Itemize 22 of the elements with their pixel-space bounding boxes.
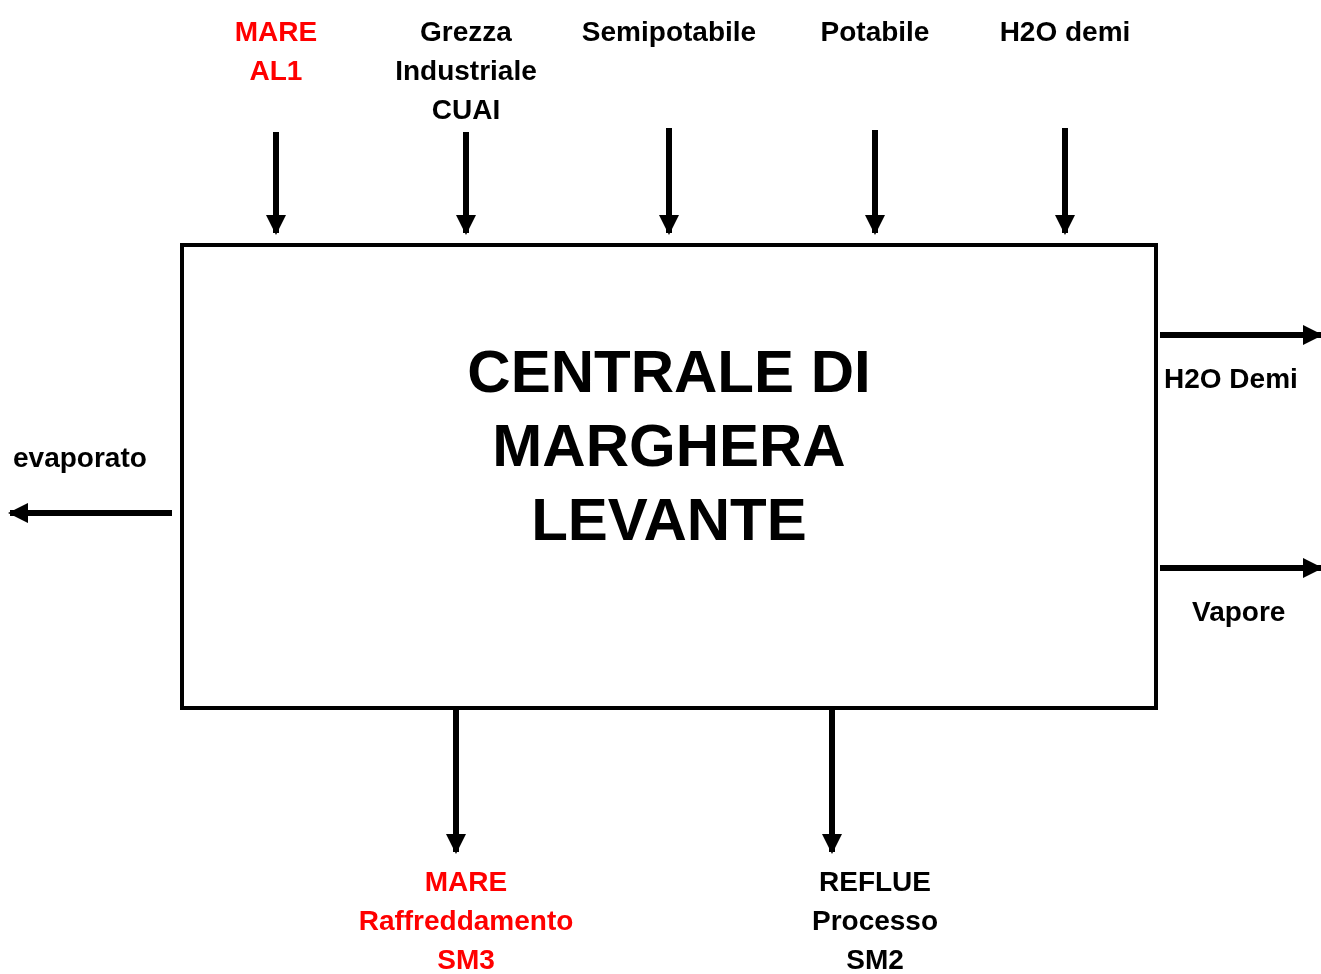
arrow	[7, 502, 172, 524]
arrow	[1160, 557, 1321, 579]
stream-label: MARE Raffreddamento SM3	[358, 865, 574, 974]
stream-label: Potabile	[820, 15, 930, 49]
arrow	[1160, 324, 1321, 346]
edge-label: evaporato	[13, 441, 147, 475]
arrow	[445, 710, 467, 855]
arrow	[864, 130, 886, 236]
stream-label: MARE AL1	[234, 15, 318, 88]
stream-label: Semipotabile	[581, 15, 757, 49]
arrow	[821, 710, 843, 855]
arrow	[455, 132, 477, 236]
plant-box	[180, 243, 1158, 710]
arrow	[1054, 128, 1076, 236]
stream-label: Grezza Industriale CUAI	[395, 15, 537, 127]
stream-label: H2O demi	[999, 15, 1131, 49]
arrow	[265, 132, 287, 236]
stream-label: REFLUE Processo SM2	[811, 865, 939, 974]
plant-title: CENTRALE DI MARGHERA LEVANTE	[466, 336, 872, 555]
edge-label: H2O Demi	[1164, 362, 1298, 396]
edge-label: Vapore	[1192, 595, 1286, 629]
arrow	[658, 128, 680, 236]
